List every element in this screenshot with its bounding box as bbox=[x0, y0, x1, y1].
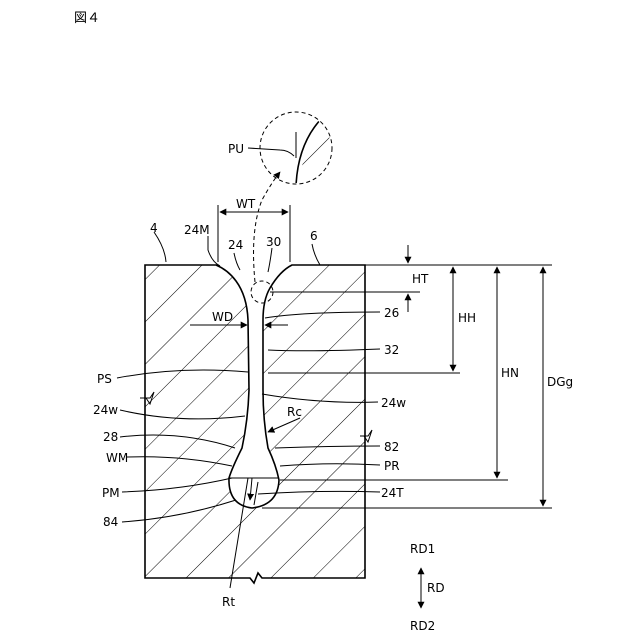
label-84: 84 bbox=[103, 515, 118, 529]
label-wd: WD bbox=[212, 310, 233, 324]
label-pu: PU bbox=[228, 142, 244, 156]
pm-mark bbox=[254, 482, 258, 505]
label-rd: RD bbox=[427, 581, 445, 595]
label-ht: HT bbox=[412, 272, 429, 286]
leader-24 bbox=[234, 253, 240, 270]
label-30: 30 bbox=[266, 235, 281, 249]
label-24w-left: 24w bbox=[93, 403, 118, 417]
label-6: 6 bbox=[310, 229, 318, 243]
label-rt: Rt bbox=[222, 595, 235, 609]
label-rc: Rc bbox=[287, 405, 302, 419]
label-rd1: RD1 bbox=[410, 542, 435, 556]
label-pr: PR bbox=[384, 459, 400, 473]
label-82: 82 bbox=[384, 440, 399, 454]
label-wt: WT bbox=[236, 197, 256, 211]
label-32: 32 bbox=[384, 343, 399, 357]
label-24: 24 bbox=[228, 238, 243, 252]
label-28: 28 bbox=[103, 430, 118, 444]
figure-title: 図４ bbox=[74, 11, 100, 26]
rt-arrow bbox=[250, 478, 252, 500]
label-pm: PM bbox=[102, 486, 120, 500]
leader-pu bbox=[248, 148, 294, 156]
label-4: 4 bbox=[150, 221, 158, 235]
leader-4 bbox=[154, 232, 166, 262]
leader-30 bbox=[268, 248, 272, 272]
label-dgg: DGg bbox=[547, 375, 573, 389]
label-hh: HH bbox=[458, 311, 476, 325]
detail-hatch-area bbox=[300, 118, 340, 190]
label-26: 26 bbox=[384, 306, 399, 320]
label-wm: WM bbox=[106, 451, 128, 465]
label-24m: 24M bbox=[184, 223, 210, 237]
detail-connector-arrow bbox=[254, 172, 280, 282]
label-hn: HN bbox=[501, 366, 519, 380]
leader-6 bbox=[312, 244, 320, 265]
label-rd2: RD2 bbox=[410, 619, 435, 633]
tread-body-hatching bbox=[140, 260, 370, 590]
label-24t: 24T bbox=[381, 486, 404, 500]
label-24w-right: 24w bbox=[381, 396, 406, 410]
label-ps: PS bbox=[97, 372, 112, 386]
